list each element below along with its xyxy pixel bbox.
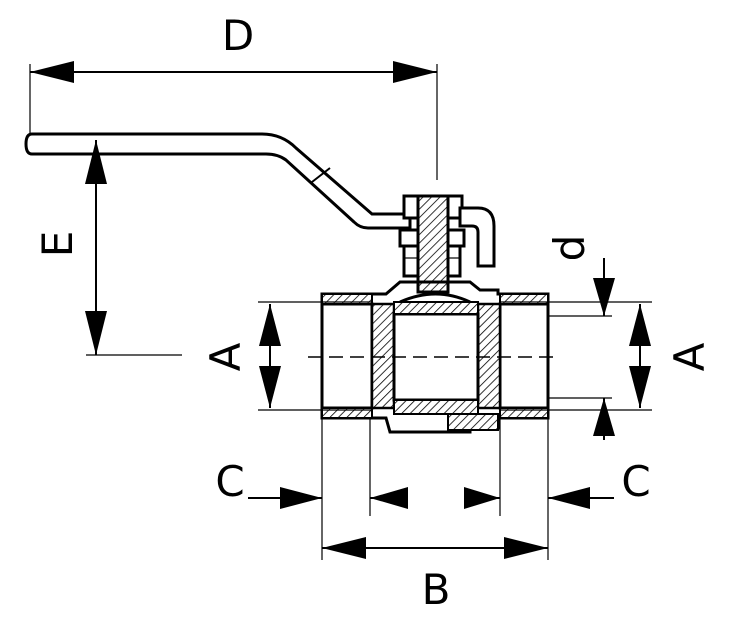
label-c-left: C — [215, 457, 244, 506]
label-d-width: D — [222, 11, 254, 60]
label-e-height: E — [33, 231, 82, 258]
dimension-a-left: A — [201, 301, 372, 411]
label-b-length: B — [422, 565, 451, 614]
label-a-left: A — [201, 342, 250, 371]
valve-stem — [398, 194, 496, 294]
label-d-small: d — [545, 235, 594, 262]
label-c-right: C — [621, 457, 650, 506]
dimension-c-right: C — [464, 418, 651, 560]
dimension-d-small: d — [545, 235, 615, 440]
label-a-right: A — [665, 342, 714, 371]
dimension-a-right: A — [500, 301, 714, 411]
dimension-c-left: C — [215, 418, 408, 560]
lever-handle — [24, 132, 412, 230]
dimension-e: E — [33, 140, 182, 356]
dimension-b: B — [322, 537, 548, 614]
dimension-d: D — [29, 11, 438, 180]
